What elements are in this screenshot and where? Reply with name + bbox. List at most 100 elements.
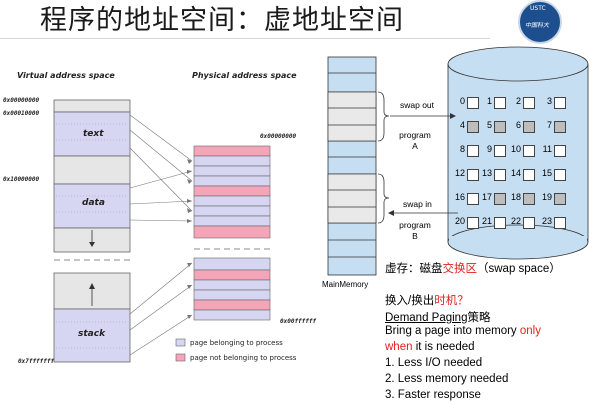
swap-out-label: swap out [400, 100, 435, 110]
mapping-arrowheads [187, 159, 192, 319]
main-memory-label: MainMemory [322, 280, 369, 289]
disk-page-box [494, 193, 506, 205]
paddr-bottom: 0x00ffffff [280, 318, 317, 325]
note-swap-timing: 换入/换出时机？ [385, 292, 469, 308]
disk-page-box [467, 97, 479, 109]
legend-in-label: page belonging to process [190, 339, 283, 347]
disk-page-box [523, 121, 535, 133]
disk-page-number: 9 [486, 144, 492, 154]
disk-page-box [494, 121, 506, 133]
vaddr-data: 0x10000000 [3, 176, 40, 183]
program-b-label: program B [395, 220, 435, 242]
disk-page-box [523, 97, 535, 109]
note-demand-paging-ul: Demand Paging [385, 312, 468, 324]
note-when-needed-red: when [385, 341, 413, 353]
note-when-needed-post: it is needed [412, 341, 475, 353]
note-demand-paging-post: 策略 [467, 312, 491, 324]
note-swap-timing-pre: 换入/换出 [385, 295, 435, 307]
note-swap-timing-red: 时机？ [434, 295, 469, 307]
note-swap-space-red: 交换区 [442, 263, 478, 275]
disk-page-number: 3 [546, 96, 552, 106]
disk-page-box [494, 145, 506, 157]
note-less-memory: 2. Less memory needed [385, 373, 509, 385]
disk-page-box [554, 97, 566, 109]
logo-text: USTC [530, 5, 546, 12]
disk-page-number: 8 [459, 144, 465, 154]
vaddr-bottom: 0x7fffffff [18, 358, 55, 365]
disk-page-number: 11 [542, 144, 552, 154]
disk-page-number: 4 [459, 120, 465, 130]
disk-page-number: 23 [541, 216, 552, 226]
main-memory-column [327, 56, 377, 276]
disk-page-number: 14 [510, 168, 521, 178]
disk-page-number: 5 [486, 120, 492, 130]
disk-page-number: 13 [481, 168, 492, 178]
mapping-arrows [129, 114, 193, 356]
segment-data-label: data [82, 198, 105, 208]
disk-page-number: 2 [515, 96, 521, 106]
program-a-line2: A [412, 141, 418, 151]
disk-page-box [523, 217, 535, 229]
disk-page-number: 12 [454, 168, 465, 178]
disk-page-box [494, 169, 506, 181]
segment-stack-label: stack [78, 329, 106, 339]
physical-space-column [193, 145, 271, 321]
disk-page-box [523, 145, 535, 157]
note-bring-page: Bring a page into memory only [385, 325, 541, 337]
brace-program-a [377, 91, 390, 142]
logo-subtext: 中国科大 [525, 22, 550, 29]
disk-page-box [494, 217, 506, 229]
disk-page-number: 0 [459, 96, 465, 106]
disk-page-number: 15 [541, 168, 552, 178]
program-a-line1: program [399, 130, 431, 140]
virtual-space-column [53, 99, 131, 363]
disk-page-box [554, 193, 566, 205]
disk-page-number: 20 [454, 216, 465, 226]
disk-page-box [554, 217, 566, 229]
note-bring-page-pre: Bring a page into memory [385, 325, 520, 337]
segment-text-label: text [83, 129, 104, 139]
virtual-space-label: Virtual address space [17, 71, 115, 80]
note-demand-paging: Demand Paging策略 [385, 309, 490, 325]
note-swap-space-pre: 虚存：磁盘 [385, 263, 443, 275]
note-when-needed: when it is needed [385, 341, 475, 353]
disk-page-box [523, 193, 535, 205]
disk-page-box [467, 121, 479, 133]
slide-title: 程序的地址空间：虚地址空间 [40, 5, 404, 36]
note-less-io: 1. Less I/O needed [385, 357, 483, 369]
program-b-line1: program [399, 220, 431, 230]
disk-page-number: 6 [515, 120, 521, 130]
note-swap-space-post: （swap space） [477, 263, 561, 275]
vaddr-top: 0x00000000 [3, 97, 40, 104]
disk-page-box [467, 169, 479, 181]
legend-out-swatch [175, 353, 186, 362]
note-faster-response: 3. Faster response [385, 389, 481, 401]
title-rule [0, 38, 490, 39]
disk-page-number: 22 [510, 216, 521, 226]
disk-page-box [523, 169, 535, 181]
university-logo [518, 0, 562, 44]
disk-page-box [554, 169, 566, 181]
disk-page-number: 21 [481, 216, 492, 226]
disk-page-number: 10 [510, 144, 521, 154]
disk-page-box [494, 97, 506, 109]
vaddr-text: 0x00010000 [3, 110, 40, 117]
disk-page-box [467, 145, 479, 157]
brace-program-b [377, 173, 390, 224]
disk-page-number: 17 [481, 192, 492, 202]
disk-page-box [467, 217, 479, 229]
disk-page-number: 7 [546, 120, 552, 130]
disk-page-box [554, 121, 566, 133]
program-a-label: program A [395, 130, 435, 152]
disk-page-number: 19 [541, 192, 552, 202]
disk-page-box [467, 193, 479, 205]
paddr-top: 0x00000000 [260, 133, 297, 140]
disk-page-number: 16 [454, 192, 465, 202]
physical-space-label: Physical address space [192, 71, 297, 80]
disk-page-box [554, 145, 566, 157]
swap-in-label: swap in [403, 199, 432, 209]
program-b-line2: B [412, 231, 418, 241]
legend-out-label: page not belonging to process [190, 354, 297, 362]
note-bring-page-red: only [519, 325, 541, 337]
disk-page-number: 1 [486, 96, 492, 106]
